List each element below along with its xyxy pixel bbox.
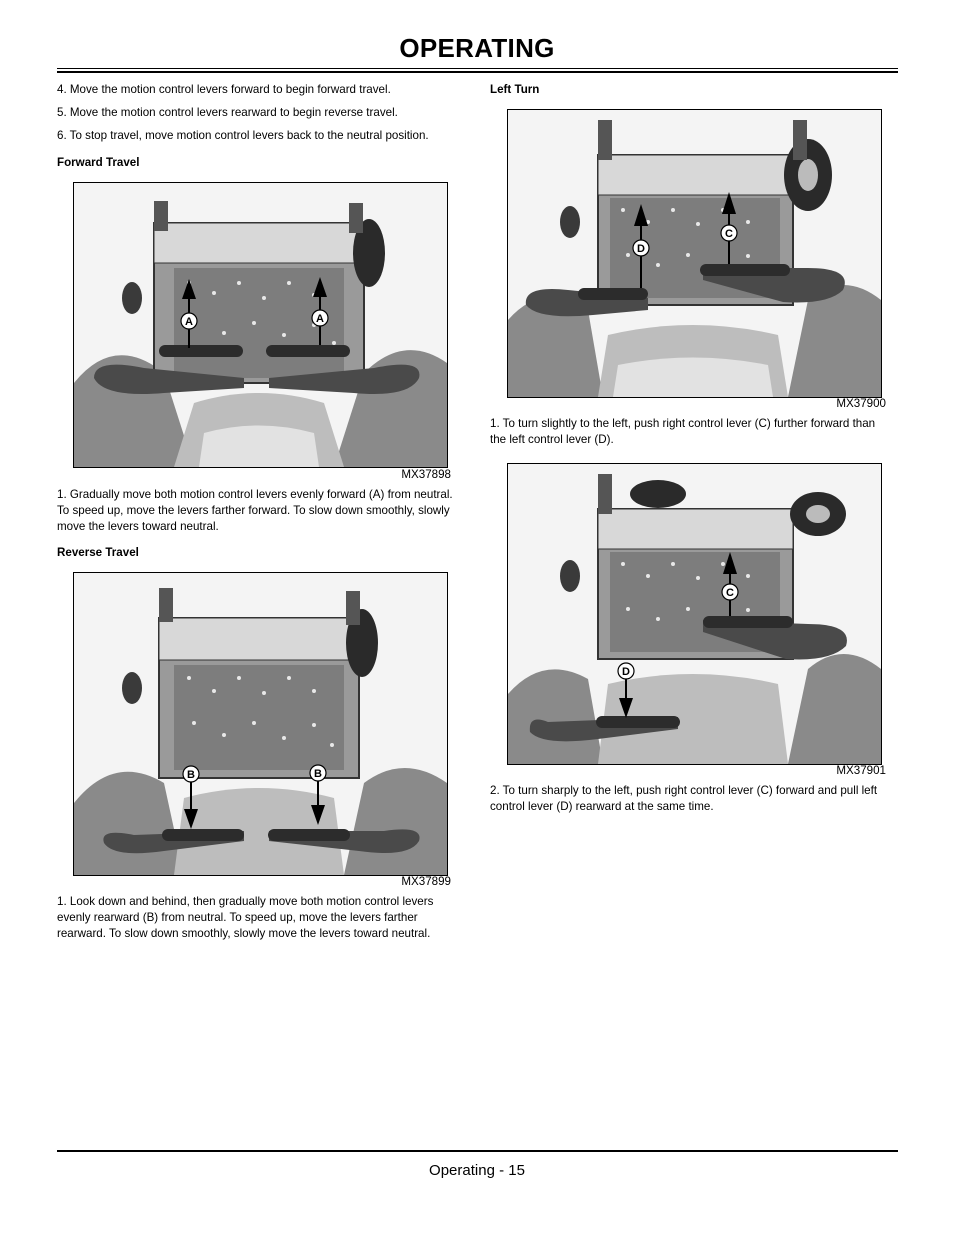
callout-b-left: B: [187, 769, 195, 781]
figure-id-mx37901: MX37901: [836, 764, 886, 777]
callout-c-slight: C: [725, 228, 733, 240]
footer-rule: [57, 1150, 898, 1152]
figure-id-mx37900: MX37900: [836, 397, 886, 410]
callout-c-sharp: C: [726, 587, 734, 599]
forward-travel-heading: Forward Travel: [57, 156, 140, 169]
callout-a-right: A: [316, 313, 324, 325]
reverse-travel-illustration: B B: [73, 572, 448, 876]
step-6-text: 6. To stop travel, move motion control l…: [57, 129, 429, 142]
sharp-left-turn-text: 2. To turn sharply to the left, push rig…: [490, 784, 878, 813]
callout-d-slight: D: [637, 243, 645, 255]
figure-id-mx37898: MX37898: [401, 468, 451, 481]
left-turn-heading: Left Turn: [490, 83, 540, 96]
step-4-text: 4. Move the motion control levers forwar…: [57, 83, 391, 96]
callout-d-sharp: D: [622, 666, 630, 678]
slight-left-turn-illustration: D C: [507, 109, 882, 398]
slight-left-turn-text: 1. To turn slightly to the left, push ri…: [490, 417, 876, 446]
callout-b-right: B: [314, 768, 322, 780]
forward-travel-illustration: A A: [73, 182, 448, 468]
header-rule: [57, 68, 898, 73]
page-number: Operating - 15: [429, 1162, 525, 1179]
callout-a-left: A: [185, 316, 193, 328]
page-title: OPERATING: [399, 33, 555, 63]
figure-id-mx37899: MX37899: [401, 875, 451, 888]
sharp-left-turn-illustration: C D: [507, 463, 882, 765]
reverse-travel-heading: Reverse Travel: [57, 546, 139, 559]
step-5-text: 5. Move the motion control levers rearwa…: [57, 106, 398, 119]
forward-travel-text: 1. Gradually move both motion control le…: [57, 488, 453, 533]
reverse-travel-text: 1. Look down and behind, then gradually …: [57, 895, 434, 940]
